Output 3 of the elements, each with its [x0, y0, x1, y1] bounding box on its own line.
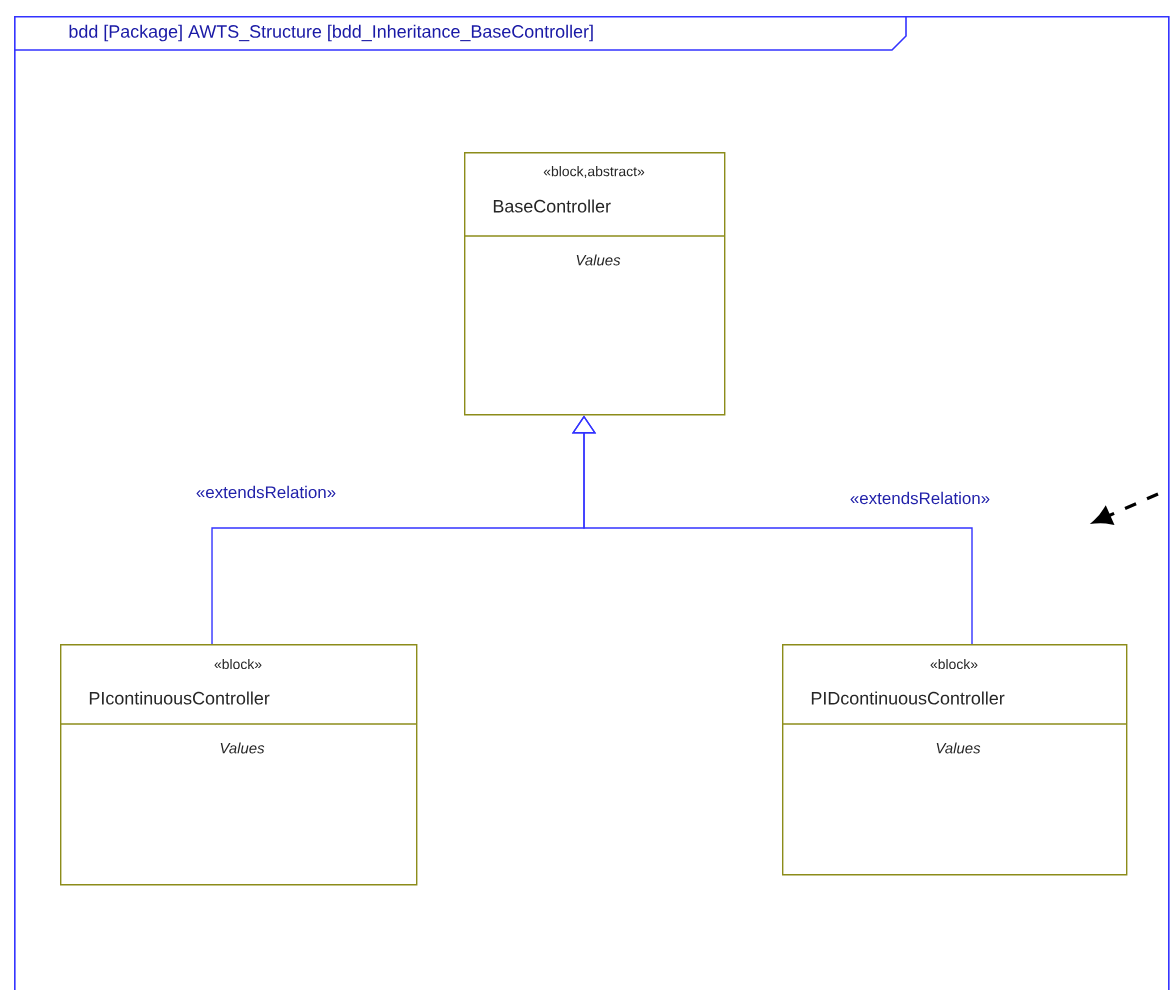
generalization-arrow — [571, 415, 973, 645]
edge-label: «extendsRelation» — [193, 483, 339, 501]
edge-label: «extendsRelation» — [847, 489, 993, 507]
